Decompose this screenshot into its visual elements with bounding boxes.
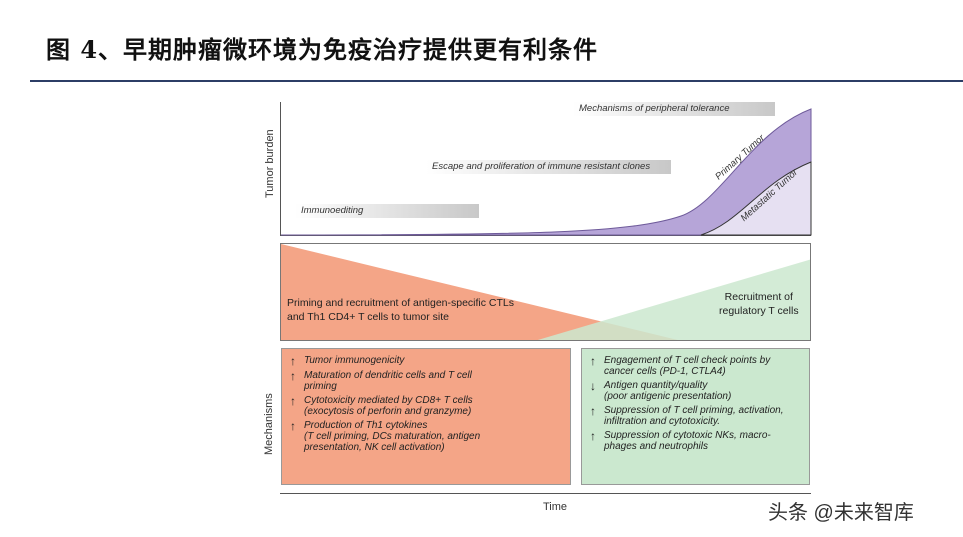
activation-text: Priming and recruitment of antigen-speci…: [287, 297, 515, 323]
list-item: ↑Cytotoxicity mediated by CD8+ T cells (…: [290, 394, 473, 417]
figure-title: 图 4、早期肿瘤微环境为免疫治疗提供更有利条件: [46, 35, 599, 64]
up-arrow-icon: ↑: [290, 354, 296, 368]
tumor-curves: [281, 108, 812, 236]
tumor-burden-panel: Mechanisms of peripheral tolerance Escap…: [280, 102, 812, 236]
list-item: ↑Maturation of dendritic cells and T cel…: [290, 369, 472, 392]
list-item: ↑Suppression of cytotoxic NKs, macro- ph…: [590, 429, 771, 452]
list-item: ↑Engagement of T cell check points by ca…: [590, 354, 771, 377]
immunosuppression-mechanisms: ↑Engagement of T cell check points by ca…: [581, 348, 810, 485]
up-arrow-icon: ↑: [590, 354, 596, 368]
list-item: ↑Production of Th1 cytokines (T cell pri…: [290, 419, 481, 453]
watermark: 头条 @未来智库: [768, 502, 914, 524]
band-escape-proliferation: Escape and proliferation of immune resis…: [426, 160, 671, 174]
pro-immunity-mechanisms: ↑Tumor immunogenicity ↑Maturation of den…: [281, 348, 571, 485]
up-arrow-icon: ↑: [590, 429, 596, 443]
list-item: ↑Suppression of T cell priming, activati…: [590, 404, 784, 427]
regulatory-text: Recruitment of regulatory T cells: [719, 291, 799, 317]
tumor-burden-axis-label: Tumor burden: [264, 129, 276, 198]
list-item: ↓Antigen quantity/quality (poor antigeni…: [590, 379, 732, 402]
balance-triangles: [281, 244, 810, 340]
list-item: ↑Tumor immunogenicity: [290, 354, 405, 368]
time-axis-label: Time: [543, 501, 568, 513]
up-arrow-icon: ↑: [590, 404, 596, 418]
up-arrow-icon: ↑: [290, 394, 296, 408]
time-axis: [280, 493, 811, 494]
up-arrow-icon: ↑: [290, 419, 296, 433]
down-arrow-icon: ↓: [590, 379, 596, 393]
band-immunoediting: Immunoediting: [295, 204, 479, 218]
metastatic-tumor-area: [700, 161, 812, 236]
balance-panel: Priming and recruitment of antigen-speci…: [280, 243, 811, 341]
mechanisms-axis-label: Mechanisms: [263, 393, 275, 455]
up-arrow-icon: ↑: [290, 369, 296, 383]
title-divider: [30, 80, 963, 82]
band-peripheral-tolerance: Mechanisms of peripheral tolerance: [573, 102, 775, 116]
